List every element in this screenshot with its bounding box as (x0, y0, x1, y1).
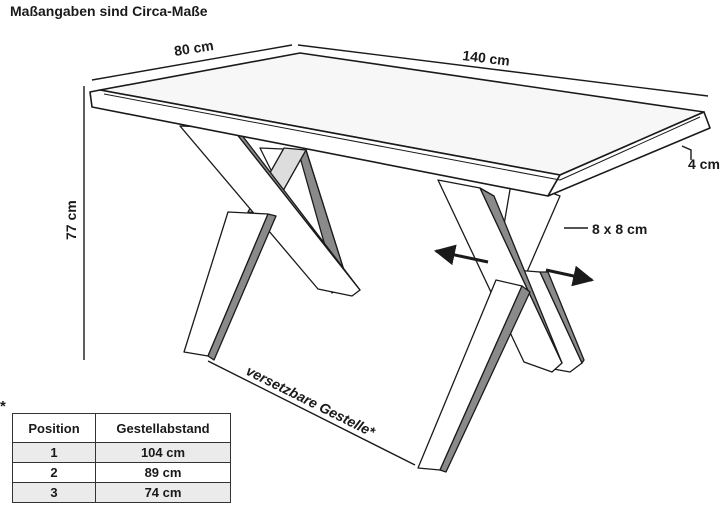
table-top (89, 52, 711, 197)
leg-front-right (417, 179, 563, 473)
table-cell: 3 (12, 482, 96, 503)
table-cell: 1 (12, 442, 96, 463)
footnote-marker: * (0, 398, 6, 415)
position-table: Position Gestellabstand 1 104 cm 2 89 cm… (12, 413, 231, 503)
height-label: 77 cm (63, 200, 79, 240)
table-cell: 2 (12, 462, 96, 483)
column-header: Gestellabstand (95, 413, 231, 443)
table-row: 3 74 cm (12, 482, 231, 503)
depth-label: 80 cm (173, 37, 215, 59)
adjustable-label: versetzbare Gestelle* (244, 362, 378, 440)
table-header-row: Position Gestellabstand (12, 413, 231, 443)
dimension-lines (83, 44, 709, 466)
length-label: 140 cm (462, 47, 511, 69)
thickness-label: 4 cm (688, 156, 720, 172)
heading: Maßangaben sind Circa-Maße (10, 3, 208, 19)
table-row: 2 89 cm (12, 462, 231, 483)
table-cell: 104 cm (95, 442, 231, 463)
leg-front-left (179, 125, 361, 361)
table-row: 1 104 cm (12, 442, 231, 463)
adjust-arrows (433, 244, 595, 287)
leg-profile-label: 8 x 8 cm (592, 221, 647, 237)
column-header: Position (12, 413, 96, 443)
table-cell: 89 cm (95, 462, 231, 483)
table-cell: 74 cm (95, 482, 231, 503)
